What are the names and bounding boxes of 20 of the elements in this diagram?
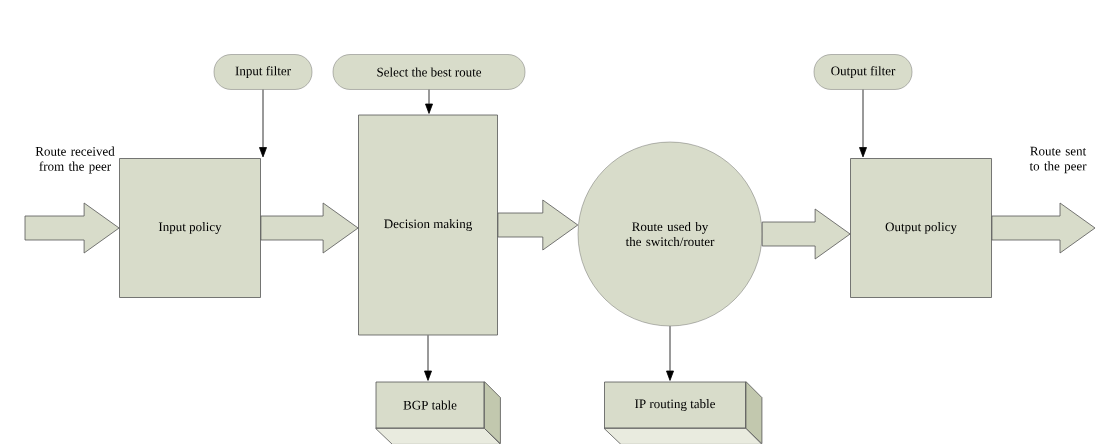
- process-box: Input policy: [119, 158, 261, 298]
- edge-label: Route sent to the peer: [1029, 146, 1087, 174]
- arrow: [259, 89, 267, 158]
- arrow: [424, 335, 432, 381]
- process-box: Output policy: [850, 158, 992, 298]
- arrow: [859, 89, 867, 158]
- block-arrow: [24, 202, 120, 254]
- rounded-box: Select the best route: [332, 54, 526, 90]
- arrow: [425, 89, 433, 114]
- rounded-box: Output filter: [813, 54, 913, 90]
- block-arrow: [761, 208, 851, 260]
- rounded-box: Input filter: [213, 54, 313, 90]
- table-block: IP routing table: [603, 381, 763, 444]
- process-box: Decision making: [358, 114, 498, 336]
- edge-label: Route received from the peer: [35, 146, 115, 174]
- block-arrow: [991, 202, 1096, 254]
- arrow: [666, 325, 674, 381]
- block-arrow: [497, 199, 579, 251]
- table-block: BGP table: [375, 381, 501, 444]
- block-arrow: [260, 202, 359, 254]
